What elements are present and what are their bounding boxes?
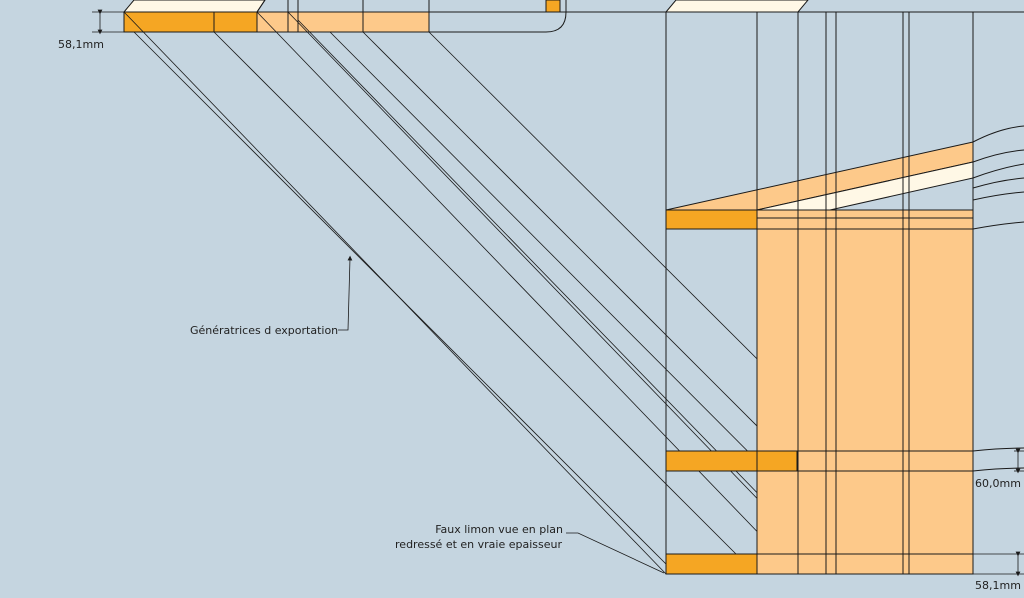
leader-lines — [338, 255, 665, 574]
dimension-top-left: 58,1mm — [58, 38, 104, 51]
label-faux-limon-1: Faux limon vue en plan — [435, 523, 563, 536]
top-stringer — [122, 0, 1024, 33]
dimension-bottom-right: 58,1mm — [975, 579, 1021, 592]
dimension-marks — [92, 9, 1024, 577]
label-faux-limon-2: redressé et en vraie epaisseur — [395, 538, 562, 551]
dimension-right-middle: 60,0mm — [975, 477, 1021, 490]
label-generatrices: Génératrices d exportation — [190, 324, 338, 337]
right-elevation — [664, 0, 1024, 575]
